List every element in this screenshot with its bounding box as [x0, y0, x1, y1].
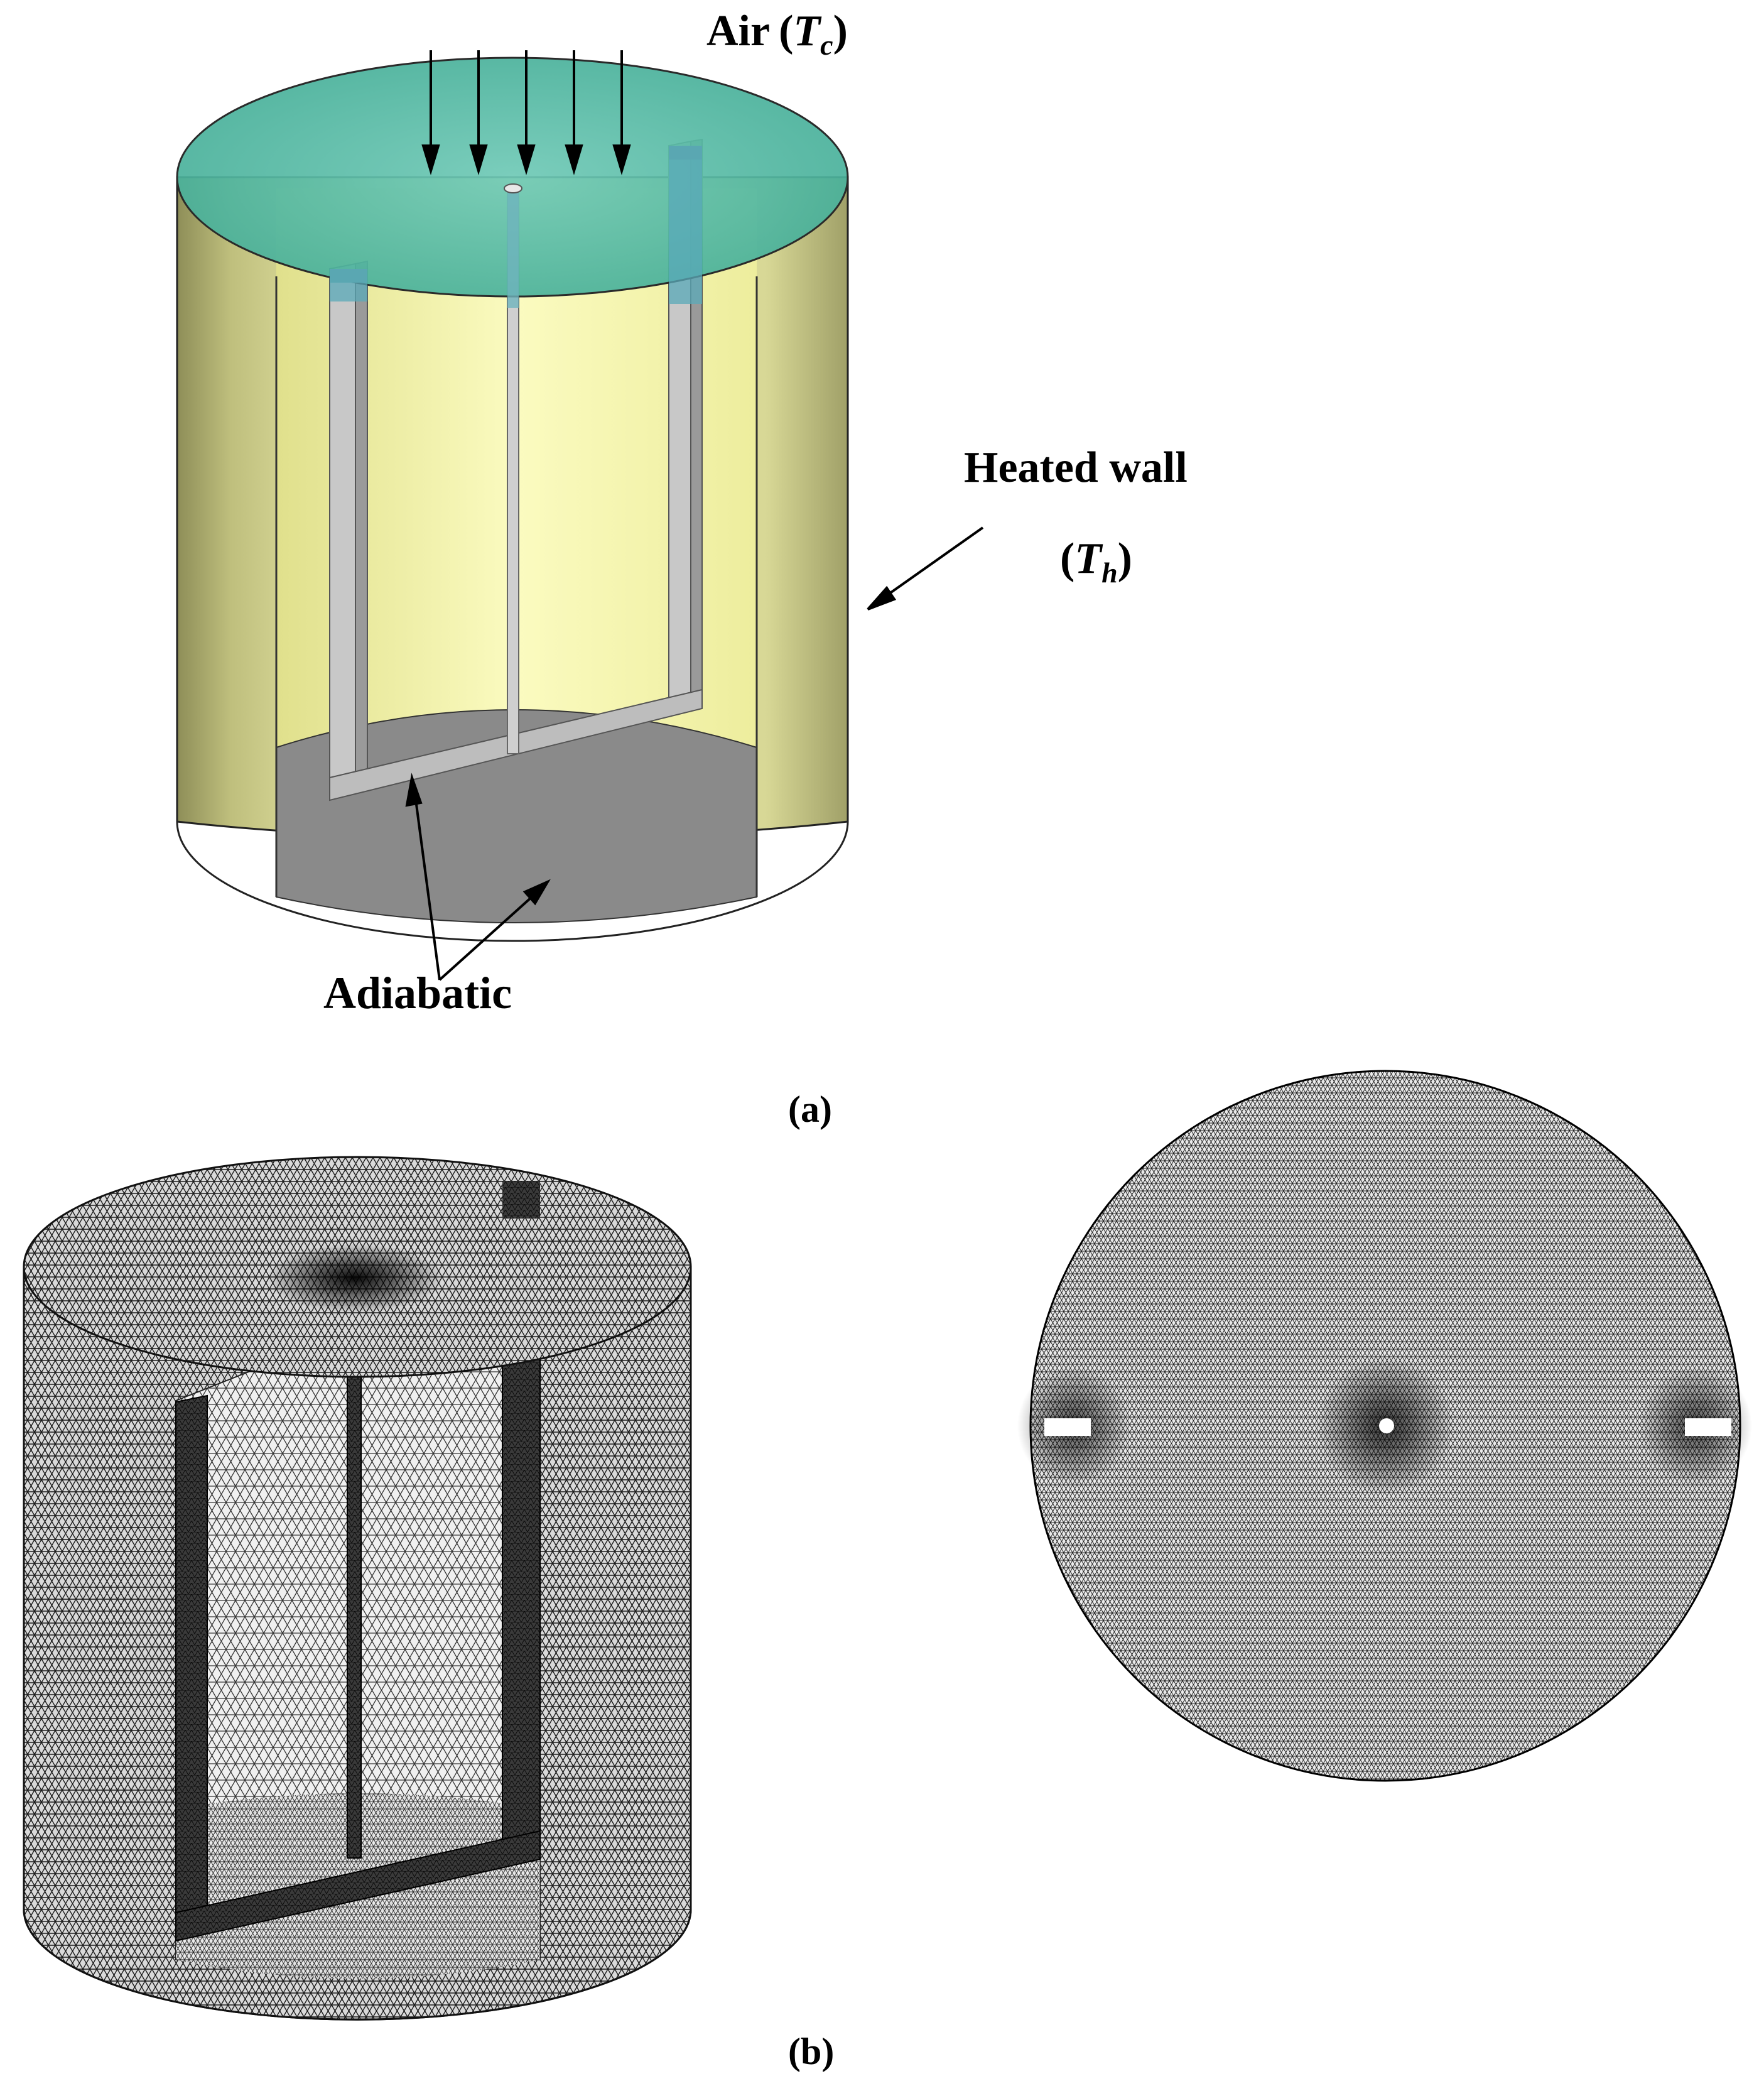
mesh-impeller-left [175, 1394, 208, 1939]
arrow-down-icon [517, 50, 536, 175]
mesh-impeller-bar [175, 1830, 541, 1942]
arrow-down-icon [469, 50, 488, 175]
panel-b-mesh-3d [23, 1156, 692, 2021]
arrow-down-icon [612, 50, 631, 175]
arrow-down-icon [565, 50, 583, 175]
pointer-arrow-icon [867, 526, 984, 611]
air-arrows [421, 50, 631, 175]
panel-b-mesh-2d [1017, 1070, 1752, 1782]
caption-a: (a) [788, 1089, 832, 1130]
mesh-blade-hole-left [1044, 1418, 1091, 1436]
heated-wall-label: Heated wall [964, 443, 1188, 492]
adiabatic-label: Adiabatic [323, 968, 512, 1018]
mesh-blade-hole-right [1685, 1418, 1731, 1436]
pointer-arrow-icon [405, 773, 551, 981]
arrow-down-icon [421, 50, 440, 175]
heated-wall-temp-label: (Th) [1060, 535, 1132, 589]
panel-a-cylinder [176, 50, 984, 981]
caption-b: (b) [788, 2031, 835, 2072]
mesh-shaft-hole [1379, 1418, 1394, 1433]
air-label: Air (Tc) [706, 7, 848, 61]
impeller-left-blade [329, 263, 356, 794]
